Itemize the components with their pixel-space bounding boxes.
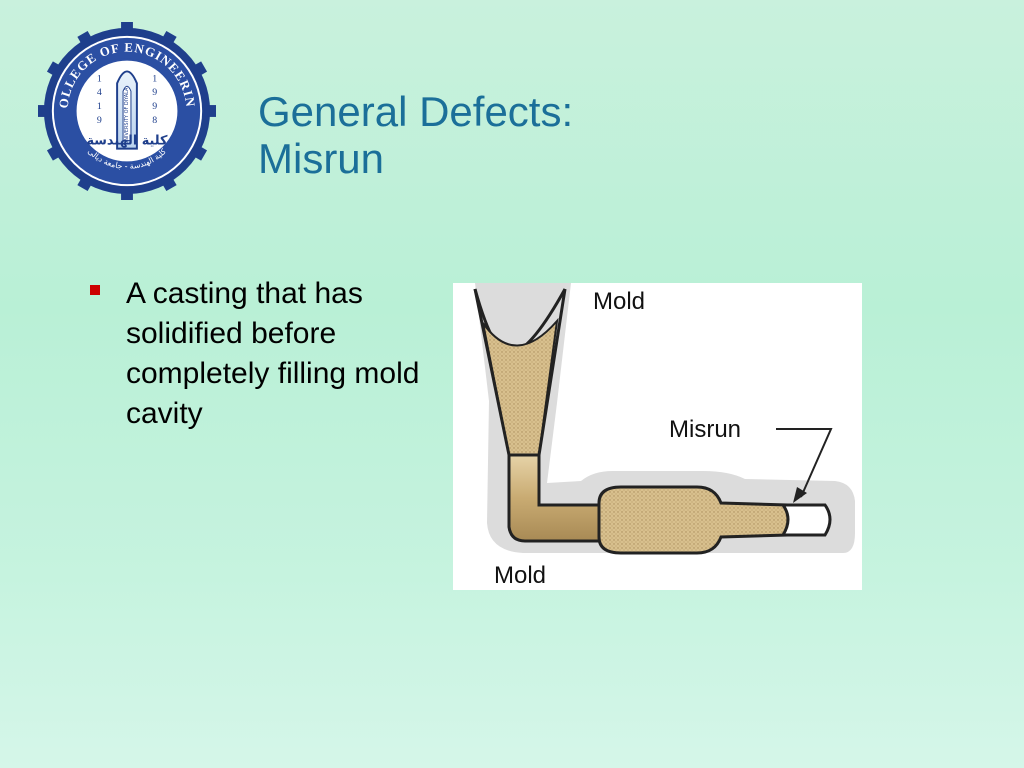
logo-right-digit: 9 [152, 101, 157, 112]
logo-left-digit: 9 [97, 115, 102, 126]
slide-title: General Defects: Misrun [258, 88, 573, 182]
arrow-icon [793, 487, 807, 503]
logo-vertical-text: UNIVERSITY OF DIYALA [124, 87, 130, 144]
bullet-item: A casting that has solidified before com… [90, 274, 420, 434]
label-misrun: Misrun [669, 416, 741, 443]
slide-title-line2: Misrun [258, 135, 385, 182]
logo-right-digit: 8 [152, 115, 157, 126]
label-mold-bottom: Mold [494, 562, 546, 589]
label-mold-top: Mold [593, 288, 645, 315]
slide-title-line1: General Defects: [258, 88, 574, 135]
bullet-text: A casting that has solidified before com… [126, 277, 420, 430]
misrun-diagram: Mold Misrun Mold [453, 283, 862, 590]
runner-metal [507, 453, 603, 543]
college-logo: COLLEGE OF ENGINEERING كلية الهندسة - جا… [38, 22, 216, 200]
bullet-list: A casting that has solidified before com… [90, 274, 420, 434]
logo-left-digit: 4 [97, 87, 102, 98]
sprue-metal [482, 317, 559, 456]
logo-left-digit: 1 [97, 101, 102, 112]
logo-right-digit: 9 [152, 87, 157, 98]
logo-right-digit: 1 [152, 73, 157, 84]
unfilled-cavity [780, 503, 832, 537]
square-bullet-icon [90, 285, 100, 295]
misrun-leader-line [776, 428, 833, 498]
logo-arabic-name: كلية الهندسة [86, 134, 168, 149]
mold-shadow [475, 283, 855, 553]
logo-left-digit: 1 [97, 73, 102, 84]
